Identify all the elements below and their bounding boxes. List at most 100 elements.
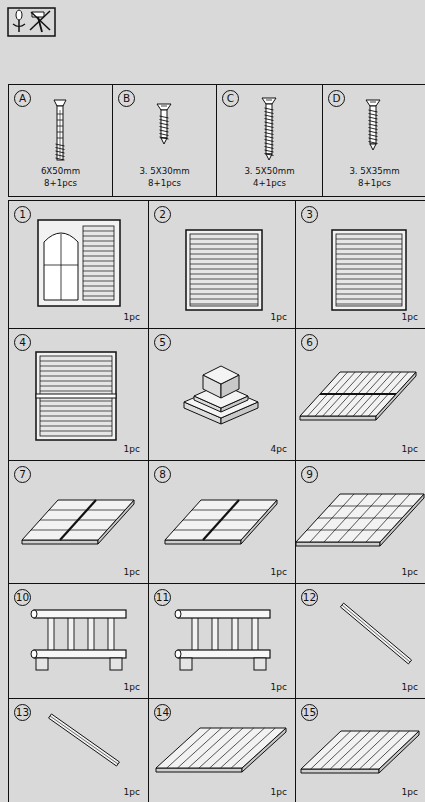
slat-line — [83, 246, 114, 247]
slat-line — [167, 728, 211, 768]
part-cell: 54pc — [148, 328, 296, 461]
rail-foot — [180, 658, 192, 670]
floor-section — [165, 500, 277, 540]
slat-line — [190, 269, 258, 270]
wall-panel — [332, 230, 406, 310]
slat-line — [190, 284, 258, 285]
rail-foot — [36, 658, 48, 670]
roof-panel-edge — [296, 542, 380, 546]
slat-line — [190, 244, 258, 245]
floor-board-panel — [301, 731, 419, 769]
floor-section-edge — [22, 540, 98, 544]
slat-line — [310, 494, 354, 542]
size-label: 3. 5X50mm — [217, 166, 322, 176]
slat-line — [190, 299, 258, 300]
slat-line — [40, 426, 112, 427]
part-cell: 151pc — [295, 698, 425, 802]
part-cell: 31pc — [295, 200, 425, 329]
quantity-label: 1pc — [402, 682, 418, 692]
anchor-thread — [56, 155, 65, 157]
size-label: 6X50mm — [9, 166, 112, 176]
beam-end — [175, 650, 181, 658]
slat-line — [83, 286, 114, 287]
part-cell: 9 1pc — [295, 460, 425, 584]
callout-number: 7 — [14, 466, 31, 483]
slat-line — [350, 731, 390, 769]
rail-baluster — [48, 614, 54, 654]
rail-bottom-beam — [34, 650, 126, 658]
anchor-thread — [56, 144, 65, 146]
callout-number: D — [328, 90, 345, 107]
callout-number: 13 — [14, 704, 31, 721]
slat-line — [336, 264, 402, 265]
callout-number: 11 — [154, 589, 171, 606]
slat-line — [324, 494, 368, 542]
slat-line — [40, 376, 112, 377]
slat-line — [210, 728, 254, 768]
callout-number: 2 — [154, 206, 171, 223]
icon-frame — [8, 8, 55, 36]
slat-line — [40, 406, 112, 407]
screw-thread — [160, 134, 169, 136]
slat-line — [336, 289, 402, 290]
screw-thread — [369, 128, 378, 130]
slat-line — [336, 269, 402, 270]
slat-line — [83, 236, 114, 237]
size-label: 3. 5X30mm — [113, 166, 216, 176]
hardware-cell: B3. 5X30mm8+1pcs — [112, 84, 217, 197]
slat-line — [40, 401, 112, 402]
rail-top-beam — [34, 610, 126, 618]
screw-thread — [369, 131, 378, 133]
slat-line — [190, 274, 258, 275]
slat-line — [190, 264, 258, 265]
slat-line — [336, 284, 402, 285]
slat-line — [83, 261, 114, 262]
slat-line — [336, 299, 402, 300]
rail-baluster — [212, 614, 218, 654]
slat-line — [83, 231, 114, 232]
roof-panel — [296, 494, 424, 542]
slat-line — [330, 731, 370, 769]
screw-thread — [265, 122, 274, 124]
floor-section-edge — [165, 540, 241, 544]
slat-line — [83, 241, 114, 242]
slat-line — [40, 386, 112, 387]
slat-line — [338, 494, 382, 542]
screw-head — [262, 98, 276, 104]
screw-slot — [266, 100, 272, 101]
callout-number: C — [222, 90, 239, 107]
floor-frame — [300, 372, 416, 416]
slat-line — [83, 296, 114, 297]
slat-line — [178, 728, 222, 768]
trim-bar-edge — [50, 716, 118, 764]
part-cell: 71pc — [8, 460, 149, 584]
slat-line — [231, 728, 275, 768]
slat-line — [40, 361, 112, 362]
slat-line — [40, 371, 112, 372]
floor-joist — [320, 393, 396, 395]
quantity-label: 1pc — [271, 682, 287, 692]
trim-bar — [340, 603, 411, 664]
screw-thread — [369, 124, 378, 126]
no-hammer-slash — [31, 12, 50, 30]
rail-baluster — [68, 614, 74, 654]
block-top — [203, 366, 239, 384]
slat-line — [336, 294, 402, 295]
slat-line — [336, 274, 402, 275]
floor-frame-edge — [300, 416, 376, 420]
screw-thread — [160, 116, 169, 118]
screw-tip — [370, 144, 376, 150]
slat-line — [190, 259, 258, 260]
quantity-label: 1pc — [402, 567, 418, 577]
callout-number: 8 — [154, 466, 171, 483]
screw-slot — [370, 102, 376, 103]
callout-number: A — [14, 90, 31, 107]
quantity-label: 1pc — [124, 682, 140, 692]
slat-line — [190, 304, 258, 305]
callout-number: 9 — [301, 466, 318, 483]
quantity-label: 1pc — [402, 787, 418, 797]
part-cell: 81pc — [148, 460, 296, 584]
screw-shank — [266, 104, 272, 154]
screw-thread — [160, 130, 169, 132]
